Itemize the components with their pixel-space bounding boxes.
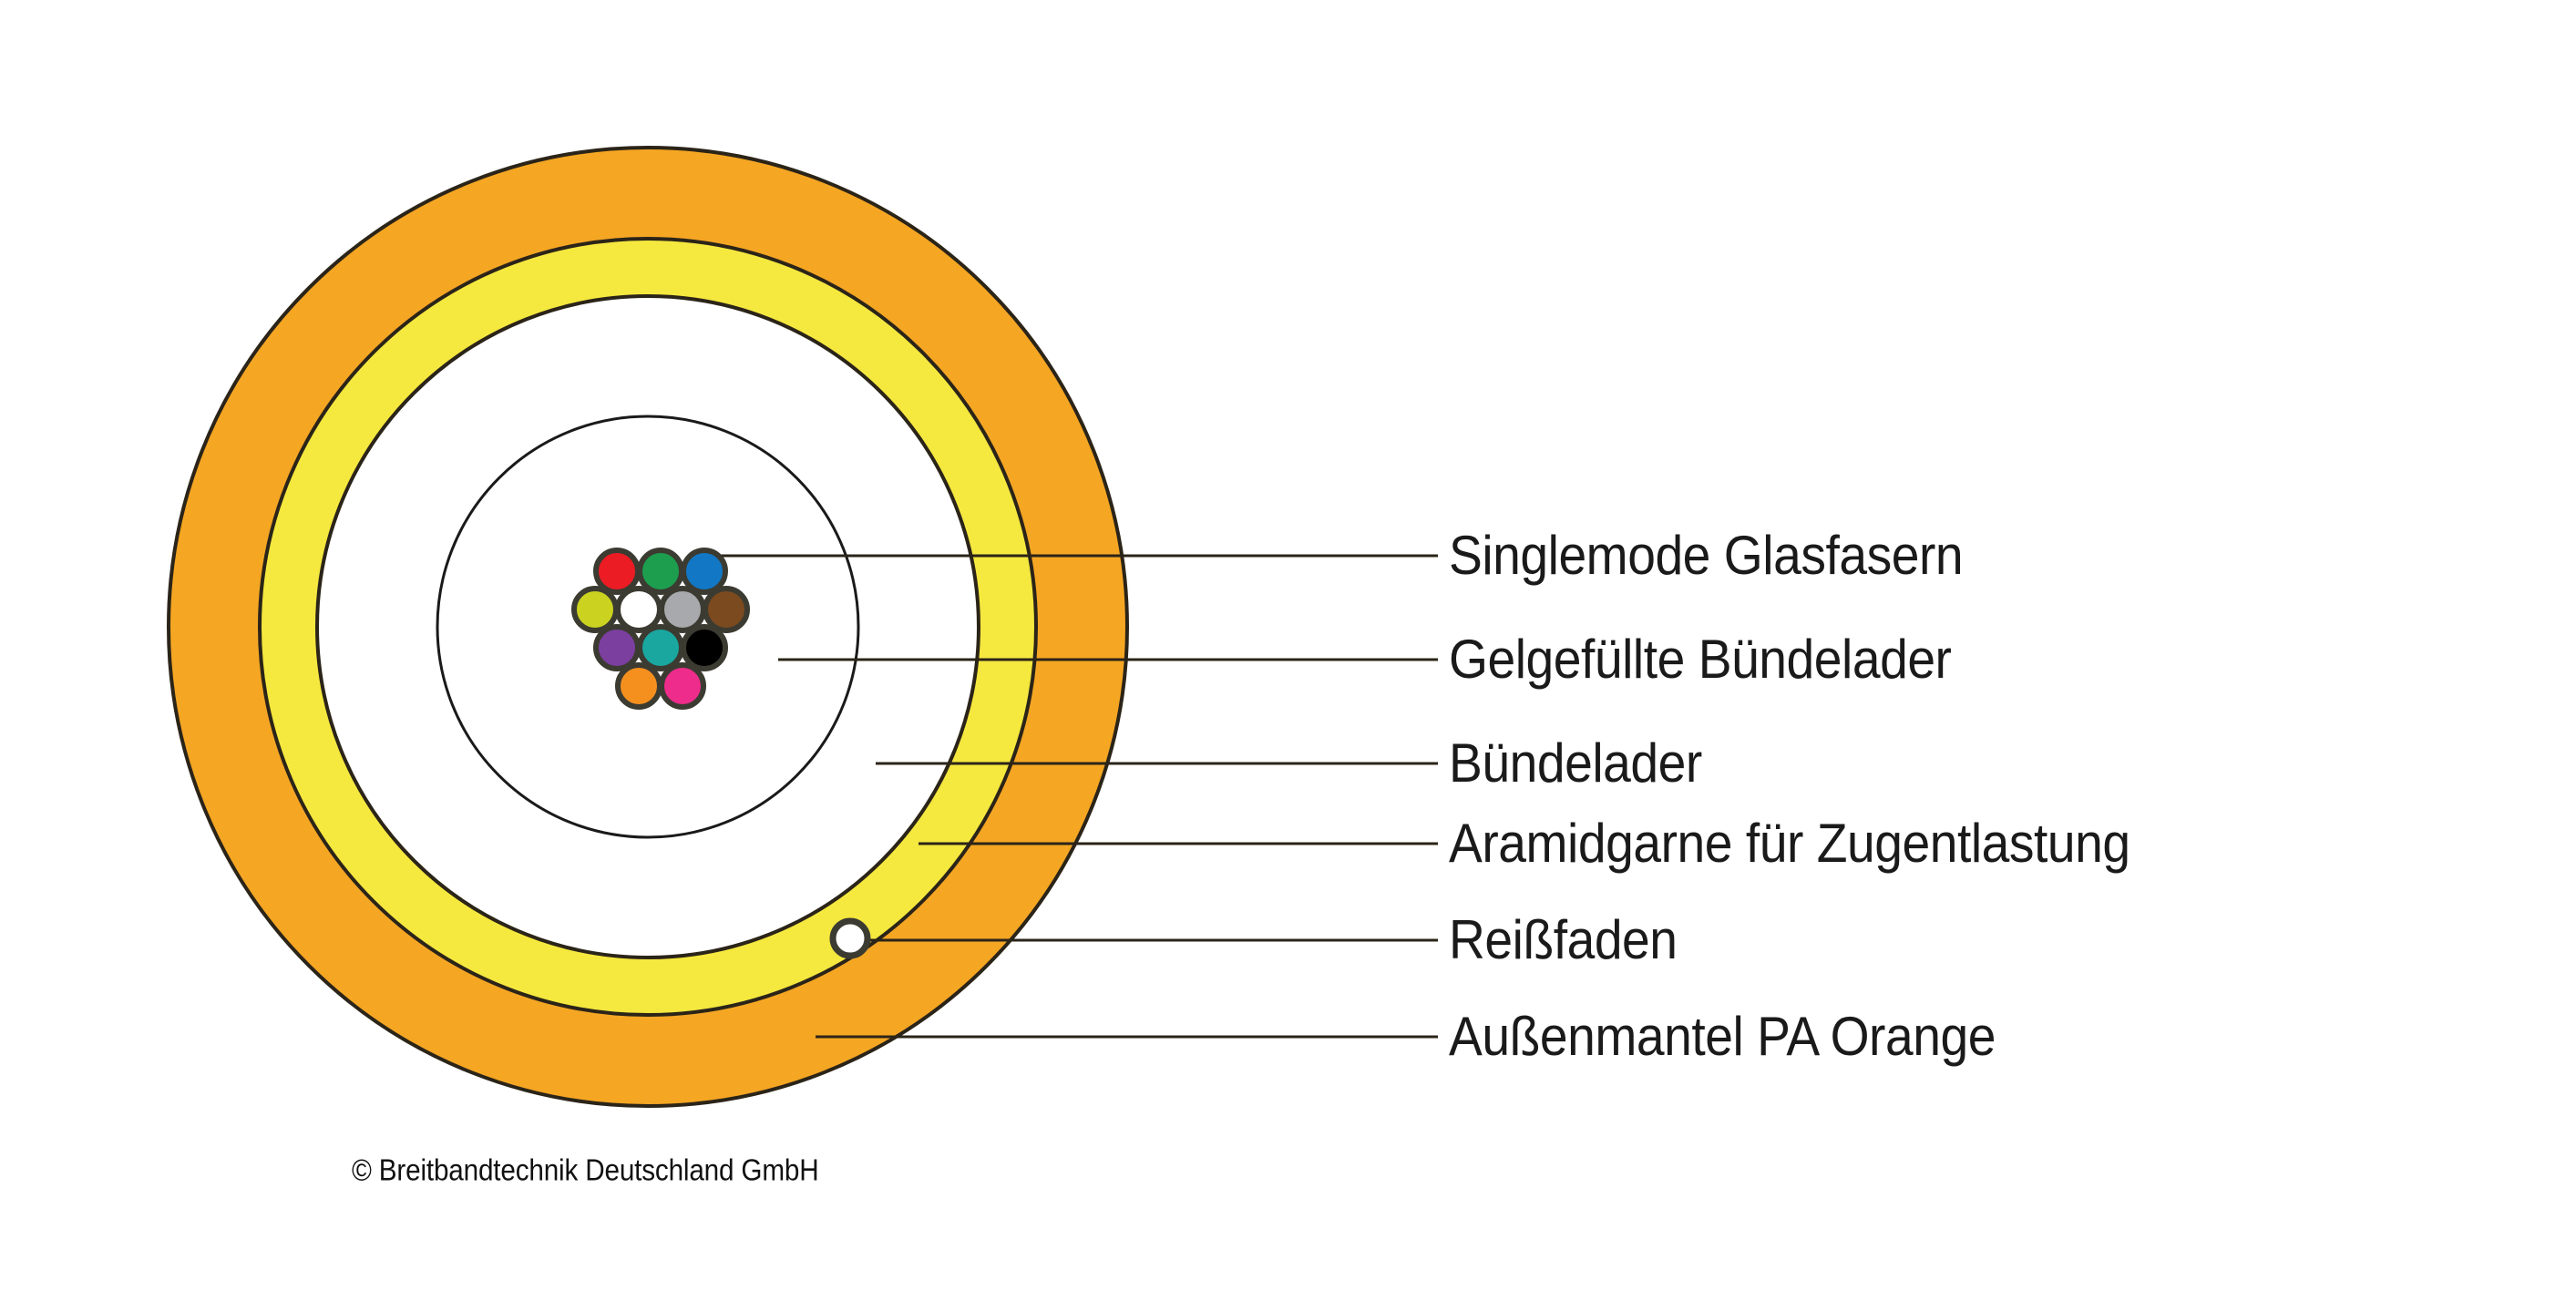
fiber-bundle xyxy=(571,548,750,710)
callout-label-gelgefuellte-buendelader: Gelgefüllte Bündelader xyxy=(1449,629,1952,690)
fiber-blue xyxy=(681,548,728,595)
callout-label-buendelader: Bündelader xyxy=(1449,732,1702,794)
fiber-red xyxy=(593,548,641,595)
fiber-white xyxy=(615,586,662,633)
copyright-notice: © Breitbandtechnik Deutschland GmbH xyxy=(352,1152,819,1187)
fiber-brown xyxy=(703,586,750,633)
fiber-violet xyxy=(593,624,641,671)
ripcord-circle xyxy=(829,917,871,959)
callout-label-aussenmantel-pa-orange: Außenmantel PA Orange xyxy=(1449,1006,1996,1067)
callout-label-aramidgarne-fuer-zugentlastung: Aramidgarne für Zugentlastung xyxy=(1449,813,2130,874)
fiber-yellowgreen xyxy=(571,586,619,633)
fiber-turquoise xyxy=(637,624,684,671)
leader-lines xyxy=(697,554,1438,1039)
callout-label-singlemode-glasfasern: Singlemode Glasfasern xyxy=(1449,525,1964,586)
callout-label-reissfaden: Reißfaden xyxy=(1449,909,1678,970)
fiber-orange xyxy=(615,662,662,710)
fiber-black xyxy=(681,624,728,671)
fiber-pink xyxy=(659,662,706,710)
fiber-grey xyxy=(659,586,706,633)
fiber-green xyxy=(637,548,684,595)
